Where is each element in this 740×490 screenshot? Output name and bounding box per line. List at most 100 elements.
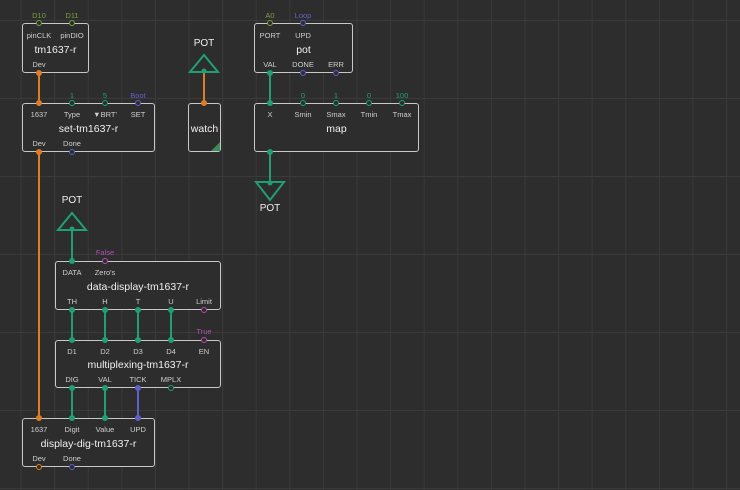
pin-value: A0 <box>265 11 275 20</box>
pin-label: D2 <box>100 347 110 356</box>
pin-output[interactable] <box>102 307 108 313</box>
pin-label: U <box>168 297 174 306</box>
pin-label: SET <box>130 110 146 119</box>
pin-input[interactable] <box>399 100 405 106</box>
pin-label: VAL <box>263 60 277 69</box>
node-watch[interactable]: watch <box>188 103 221 152</box>
pin-output[interactable] <box>36 464 42 470</box>
node-set-tm1637-r[interactable]: set-tm1637-r <box>22 103 155 152</box>
pin-input[interactable] <box>69 415 75 421</box>
pin-value: False <box>95 248 115 257</box>
pin-output[interactable] <box>135 385 141 391</box>
terminal-data-input[interactable] <box>55 211 89 232</box>
pin-label: DIG <box>65 375 79 384</box>
pin-label: DATA <box>62 268 82 277</box>
pin-label: VAL <box>98 375 112 384</box>
pin-output[interactable] <box>69 464 75 470</box>
pin-input[interactable] <box>168 337 174 343</box>
pin-label: H <box>102 297 108 306</box>
pin-output[interactable] <box>69 149 75 155</box>
pin-label: TH <box>67 297 77 306</box>
node-display-dig-tm1637-r[interactable]: display-dig-tm1637-r <box>22 418 155 467</box>
pin-value: Boot <box>130 91 146 100</box>
pin-input[interactable] <box>36 100 42 106</box>
pin-output[interactable] <box>69 385 75 391</box>
pin-output[interactable] <box>168 385 174 391</box>
pin-output[interactable] <box>36 149 42 155</box>
pin-value: 5 <box>102 91 108 100</box>
pin-value: 100 <box>395 91 409 100</box>
pin-label: Dev <box>32 60 46 69</box>
pin-input[interactable] <box>333 100 339 106</box>
pin-label: Zero's <box>94 268 116 277</box>
pin-input[interactable] <box>69 337 75 343</box>
pin-input[interactable] <box>267 100 273 106</box>
pin-input[interactable] <box>366 100 372 106</box>
pin-input[interactable] <box>135 100 141 106</box>
pin-label: UPD <box>130 425 146 434</box>
pin-output[interactable] <box>267 70 273 76</box>
pin-input[interactable] <box>69 258 75 264</box>
pin-value: D11 <box>65 11 79 20</box>
pin-input[interactable] <box>300 100 306 106</box>
pin-label: UPD <box>295 31 311 40</box>
pin-input[interactable] <box>201 100 207 106</box>
pin-label: Dev <box>32 454 46 463</box>
pin-label: Dev <box>32 139 46 148</box>
pin-output[interactable] <box>333 70 339 76</box>
node-map[interactable]: map <box>254 103 419 152</box>
terminal-map-output[interactable] <box>253 180 287 202</box>
pin-label: 1637 <box>30 110 48 119</box>
pin-label: ERR <box>328 60 344 69</box>
pin-marker-icon: ▼ <box>93 110 101 119</box>
pin-value: 0 <box>366 91 372 100</box>
links <box>38 72 271 418</box>
pin-output[interactable] <box>168 307 174 313</box>
pin-output[interactable] <box>69 307 75 313</box>
pin-output[interactable] <box>102 385 108 391</box>
pin-output[interactable] <box>300 70 306 76</box>
pin-input[interactable] <box>102 337 108 343</box>
pin-label: Smin <box>294 110 312 119</box>
pin-label: D3 <box>133 347 143 356</box>
pin-input[interactable] <box>267 20 273 26</box>
pin-input[interactable] <box>135 337 141 343</box>
pin-label: pinCLK <box>26 31 52 40</box>
watch-resize-handle[interactable] <box>211 142 220 151</box>
pin-label: Type <box>63 110 81 119</box>
terminal-watch-label: POT <box>193 38 215 49</box>
pin-label: T <box>135 297 141 306</box>
pin-label: TICK <box>129 375 147 384</box>
pin-output[interactable] <box>267 149 273 155</box>
node-data-display-tm1637-r[interactable]: data-display-tm1637-r <box>55 261 221 310</box>
pin-input[interactable] <box>36 20 42 26</box>
terminal-watch-input[interactable] <box>187 53 221 74</box>
pin-label: Value <box>95 425 115 434</box>
pin-input[interactable] <box>102 415 108 421</box>
pin-label: Digit <box>64 425 80 434</box>
pin-label: X <box>267 110 273 119</box>
node-title: display-dig-tm1637-r <box>40 438 137 450</box>
pin-input[interactable] <box>300 20 306 26</box>
pin-label: D1 <box>67 347 77 356</box>
node-title: multiplexing-tm1637-r <box>87 359 189 371</box>
pin-input[interactable] <box>102 100 108 106</box>
pin-output[interactable] <box>36 70 42 76</box>
pin-input[interactable] <box>135 415 141 421</box>
pin-value: 1 <box>333 91 339 100</box>
pin-input[interactable] <box>36 415 42 421</box>
pin-label: D4 <box>166 347 176 356</box>
pin-output[interactable] <box>135 307 141 313</box>
node-title: data-display-tm1637-r <box>86 281 190 293</box>
pin-label: Tmax <box>392 110 412 119</box>
pin-value: Loop <box>294 11 312 20</box>
pin-output[interactable] <box>201 307 207 313</box>
pin-input[interactable] <box>69 20 75 26</box>
pin-value: 1 <box>69 91 75 100</box>
pin-input[interactable] <box>201 337 207 343</box>
node-tm1637-r[interactable]: tm1637-r <box>22 23 89 73</box>
node-pot[interactable]: pot <box>254 23 353 73</box>
pin-input[interactable] <box>102 258 108 264</box>
pin-input[interactable] <box>69 100 75 106</box>
